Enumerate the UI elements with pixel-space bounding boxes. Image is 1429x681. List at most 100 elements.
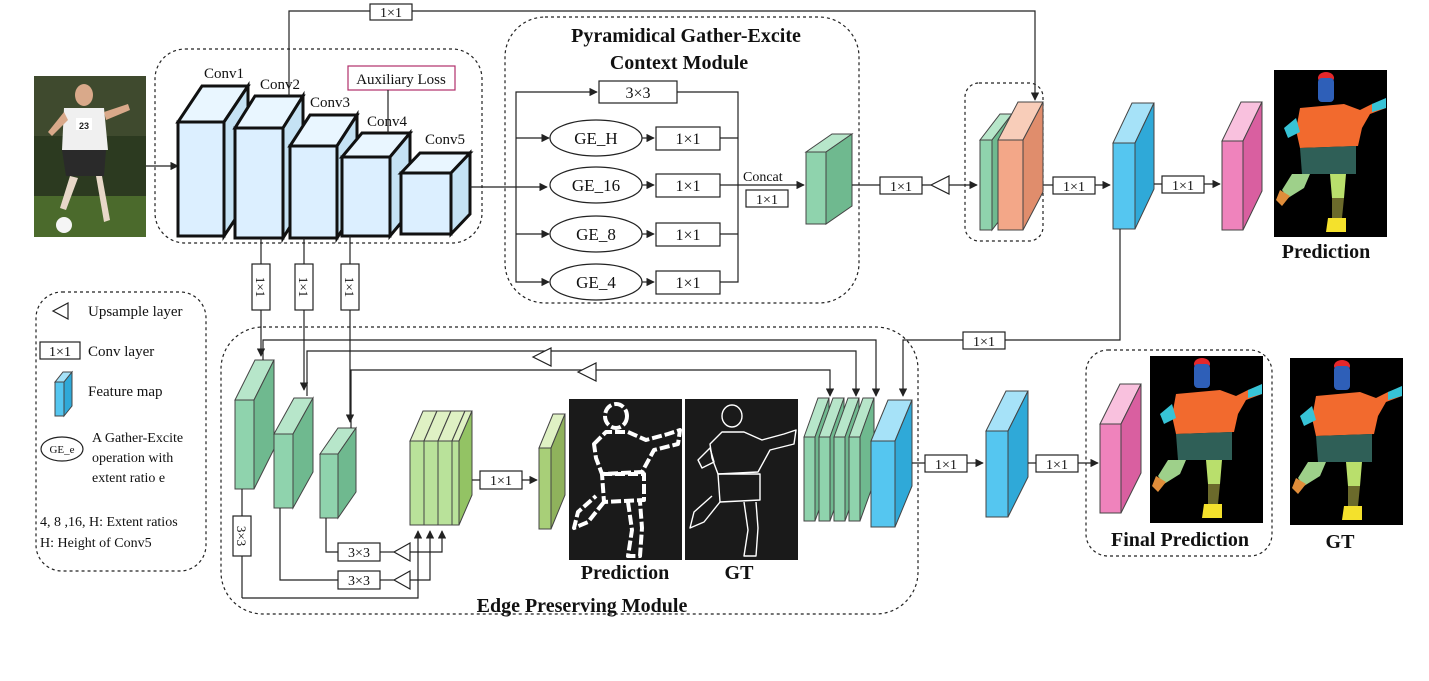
fuse-conv-b-label: 1×1 [1046, 458, 1068, 473]
concat-conv-label: 1×1 [756, 193, 778, 208]
decoder-conv-b-box [1161, 175, 1205, 194]
concat-label: Concat [743, 170, 783, 185]
legend-height-label: H: Height of Conv5 [40, 536, 152, 551]
legend-ge-desc-2: operation with [92, 451, 173, 466]
edge-prediction-image [569, 399, 682, 560]
conv3-label: Conv3 [310, 95, 350, 111]
legend-conv-box [39, 341, 81, 360]
pgec-top-conv-label: 3×3 [625, 85, 650, 102]
fuse-conv-a-box [924, 454, 968, 473]
auxiliary-loss-label: Auxiliary Loss [356, 72, 446, 88]
ge-4-label: GE_4 [576, 273, 616, 292]
conv5-label: Conv5 [425, 132, 465, 148]
up-2-icon [392, 569, 411, 591]
fuse-output-feature [985, 390, 1029, 518]
ge-h-conv-label: 1×1 [675, 131, 700, 148]
ge-8-label: GE_8 [576, 225, 616, 244]
ge-4-conv-label: 1×1 [675, 275, 700, 292]
edge-conv-box [479, 470, 523, 490]
fuse-stack [803, 397, 913, 528]
edge-gt-image [685, 399, 798, 560]
pgec-out-conv-box [879, 176, 923, 195]
ge-16-row: GE_16 1×1 [549, 166, 721, 204]
legend-upsample-label: Upsample layer [88, 304, 183, 320]
legend-conv-label: Conv layer [88, 344, 154, 360]
skip-upsample-1-icon [531, 347, 552, 367]
up-conv-1-label: 3×3 [348, 546, 370, 561]
final-frame [1085, 349, 1273, 557]
pgec-title-line2: Context Module [610, 52, 748, 74]
legend-extent-label: 4, 8 ,16, H: Extent ratios [40, 515, 178, 530]
conv2-label: Conv2 [260, 77, 300, 93]
conv4-label: Conv4 [367, 114, 408, 130]
legend-ge-desc-1: A Gather-Excite [92, 431, 183, 446]
ge-16-conv-label: 1×1 [675, 178, 700, 195]
decoder-feature [1112, 102, 1155, 230]
ge-8-row: GE_8 1×1 [549, 215, 721, 253]
upsample-icon [929, 175, 950, 195]
ge-h-row: GE_H 1×1 [549, 119, 721, 157]
decoder-conv-a-box [1052, 176, 1096, 195]
skip-conv-label: 1×1 [380, 6, 402, 21]
edge-feature-1 [234, 359, 275, 490]
pgec-output-feature [804, 133, 854, 225]
edge-fuse-conv-box [962, 331, 1006, 350]
final-prediction-mask [1150, 356, 1263, 523]
edge-feature-2 [273, 396, 314, 510]
edge-fuse-conv-label: 1×1 [973, 335, 995, 350]
decoder-prediction-feature [1221, 101, 1263, 231]
backbone-frame [154, 48, 483, 244]
final-gt-label: GT [1326, 531, 1356, 553]
pgec-title-line1: Pyramidical Gather-Excite [571, 25, 801, 47]
legend-upsample-icon [51, 302, 69, 320]
concat-features [978, 101, 1044, 232]
skip-upsample-2-icon [576, 362, 597, 382]
concat-frame [964, 82, 1044, 242]
legend-feature-icon [53, 370, 74, 418]
fuse-conv-a-label: 1×1 [935, 458, 957, 473]
ge-4-row: GE_4 1×1 [549, 263, 721, 301]
legend-conv-box-label: 1×1 [49, 345, 71, 360]
edge-gt-label: GT [725, 562, 755, 584]
conv5-block [397, 149, 474, 238]
svg-text:23: 23 [79, 121, 89, 131]
final-gt-mask [1290, 358, 1403, 525]
input-photo: 23 [34, 76, 146, 237]
final-prediction-feature [1099, 383, 1142, 514]
side-conv-3-box [340, 263, 360, 311]
side-3x3-label: 3×3 [234, 526, 249, 546]
side-3x3-box [232, 515, 252, 557]
ge-8-conv-label: 1×1 [675, 227, 700, 244]
edge-feature-3 [319, 426, 357, 520]
pgec-frame [504, 16, 860, 304]
edge-module-title: Edge Preserving Module [477, 595, 688, 617]
edge-concat-stack [409, 410, 473, 526]
conv1-label: Conv1 [204, 66, 244, 82]
fuse-conv-b-box [1035, 454, 1079, 473]
legend-ge-desc-3: extent ratio e [92, 471, 165, 486]
decoder-conv-b-label: 1×1 [1172, 179, 1194, 194]
final-prediction-label: Final Prediction [1111, 529, 1249, 551]
auxiliary-loss-box [347, 65, 456, 91]
edge-prediction-label: Prediction [581, 562, 670, 584]
pgec-out-conv-label: 1×1 [890, 180, 912, 195]
side-conv-1-label: 1×1 [253, 277, 268, 297]
up-conv-2-label: 3×3 [348, 574, 370, 589]
legend-ge-icon [40, 436, 84, 462]
side-conv-2-box [294, 263, 314, 311]
skip-conv-box [369, 3, 413, 21]
side-conv-1-box [251, 263, 271, 311]
up-1-icon [392, 541, 411, 563]
legend-ge-glyph: GE_e [49, 444, 74, 456]
legend-feature-label: Feature map [88, 384, 163, 400]
edge-conv-label: 1×1 [490, 474, 512, 489]
edge-output-feature [538, 413, 566, 530]
ge-16-label: GE_16 [572, 176, 620, 195]
side-conv-3-label: 1×1 [342, 277, 357, 297]
legend-frame [35, 291, 207, 572]
side-conv-2-label: 1×1 [296, 277, 311, 297]
ge-h-label: GE_H [574, 129, 617, 148]
edge-module-frame [220, 326, 919, 615]
concat-conv-box [745, 189, 789, 208]
